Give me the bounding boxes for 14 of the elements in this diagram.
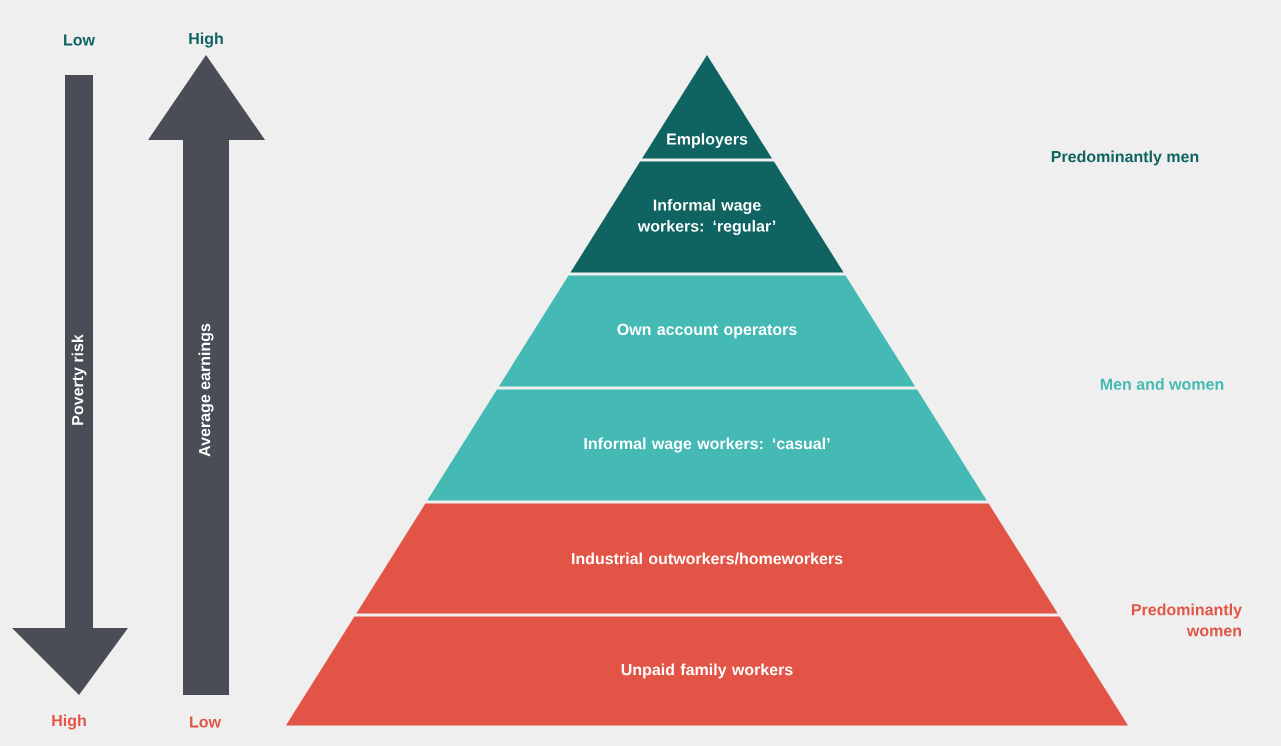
axis-label: High xyxy=(52,714,86,730)
arrow-label: Average earnings xyxy=(198,323,214,457)
pyramid-band: Unpaid family workers xyxy=(285,616,1129,726)
axis-label: High xyxy=(189,32,223,48)
pyramid-band: Informal wage workers: ‘casual’ xyxy=(427,389,987,501)
pyramid-band: Own account operators xyxy=(498,275,916,387)
group-label: Predominantly men xyxy=(1051,150,1199,166)
axis-label: Low xyxy=(190,716,222,728)
pyramid-band: Informal wage workers: ‘regular’ xyxy=(570,161,844,273)
axis-label: Low xyxy=(64,34,96,46)
group-label: Predominantly women xyxy=(1131,603,1242,637)
pyramid-band: Employers xyxy=(642,55,772,159)
group-label: Men and women xyxy=(1100,378,1224,390)
arrow-label: Poverty risk xyxy=(71,334,87,425)
